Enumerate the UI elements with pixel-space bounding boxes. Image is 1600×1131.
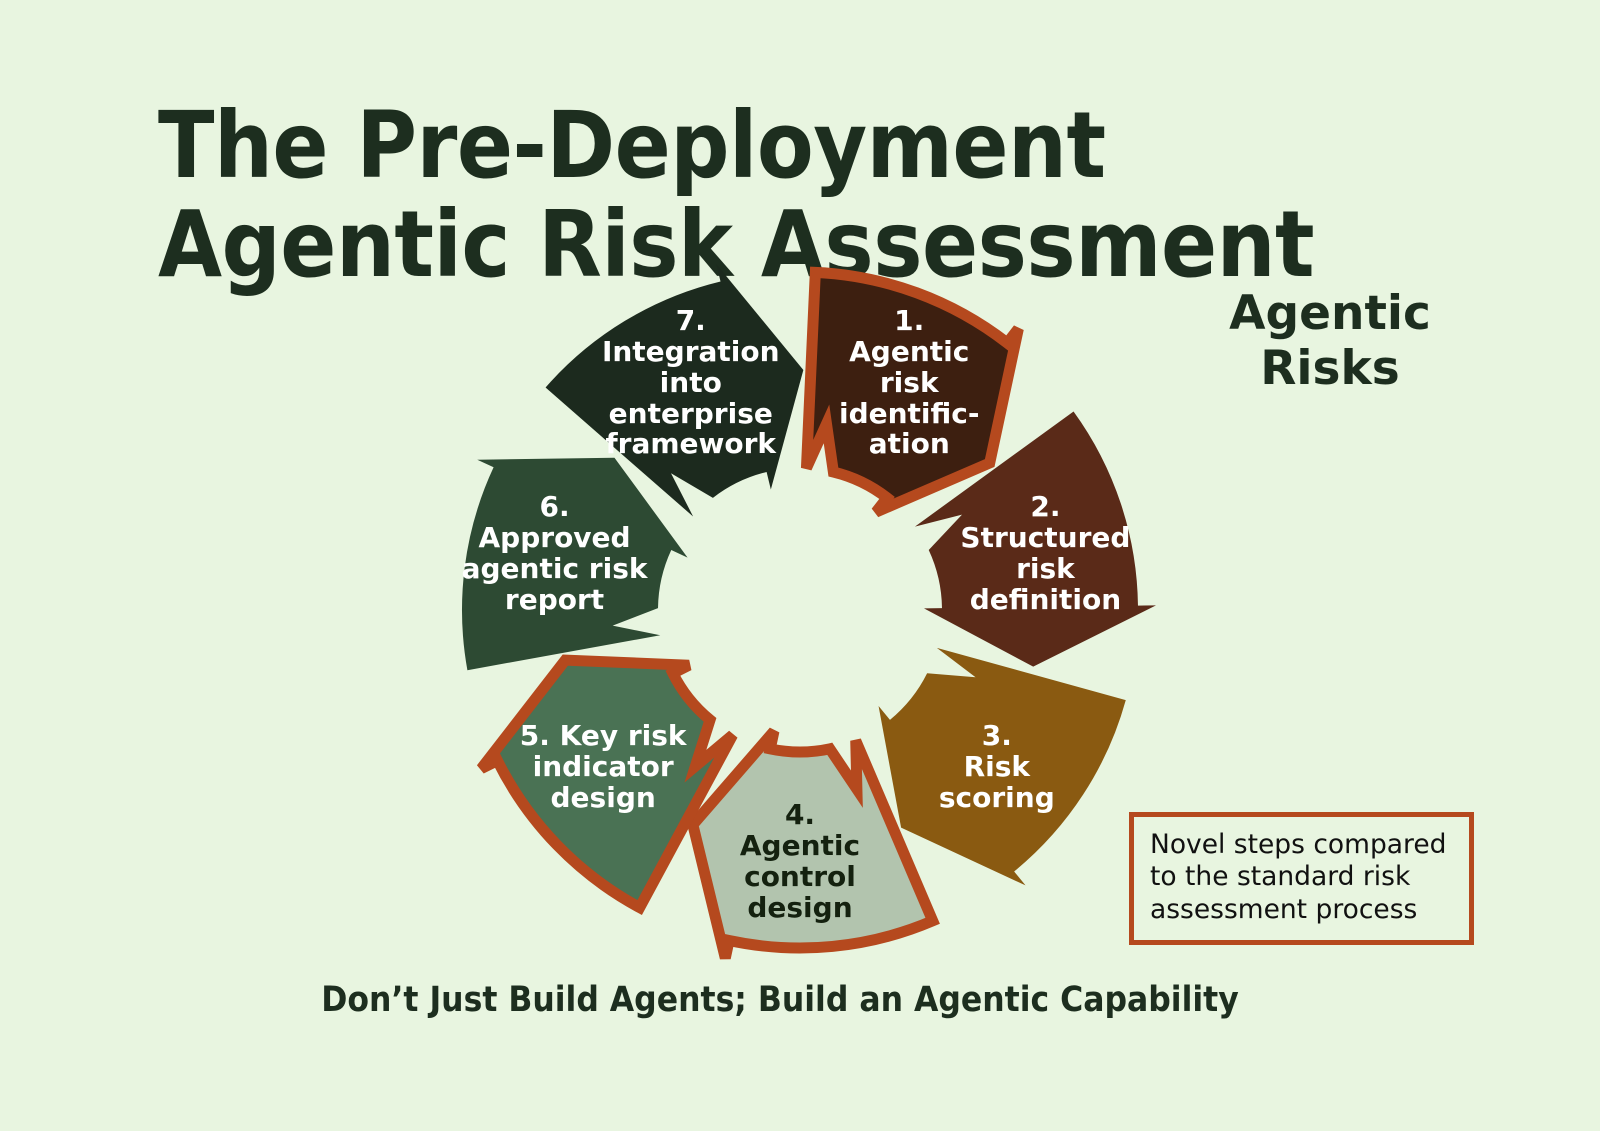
footer-tagline: Don’t Just Build Agents; Build an Agenti… [321, 980, 1239, 1020]
cycle-segment-4[interactable] [686, 727, 940, 960]
cycle-segment-1[interactable] [800, 266, 1024, 518]
cycle-segment-2[interactable] [914, 411, 1156, 667]
cycle-segment-7[interactable] [545, 263, 804, 517]
cycle-segment-3[interactable] [878, 647, 1126, 886]
legend-text: Novel steps compared to the standard ris… [1150, 829, 1447, 925]
legend-box: Novel steps compared to the standard ris… [1129, 812, 1474, 945]
cycle-segment-5[interactable] [476, 654, 738, 916]
cycle-segment-6[interactable] [461, 457, 688, 671]
cycle-diagram-svg [461, 263, 1156, 960]
side-heading-agentic-risks: Agentic Risks [1229, 286, 1431, 397]
